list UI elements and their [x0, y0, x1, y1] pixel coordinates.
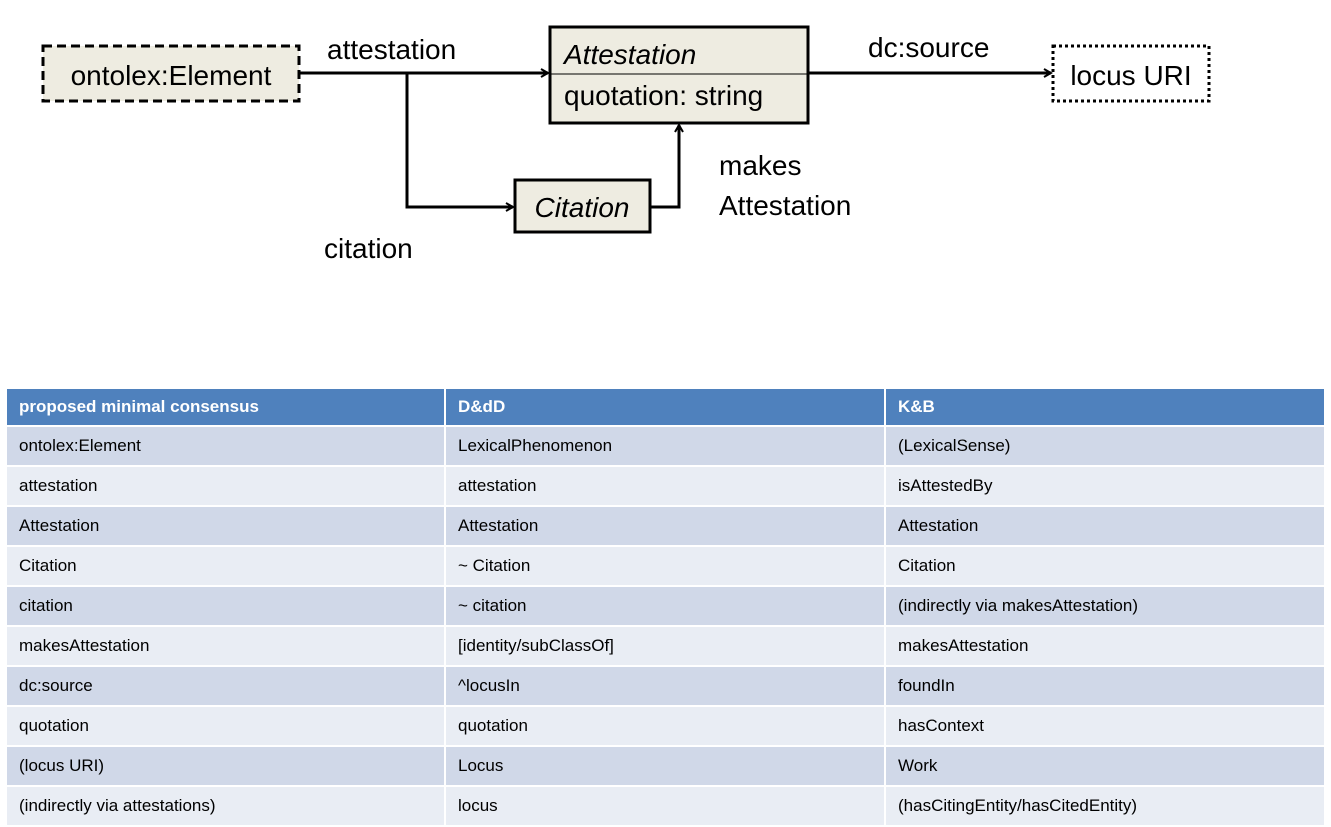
table-cell: locus — [446, 787, 886, 827]
table-cell: citation — [7, 587, 446, 627]
makes-attestation-label-line2: Attestation — [719, 190, 851, 221]
table-cell: ~ citation — [446, 587, 886, 627]
table-cell: quotation — [446, 707, 886, 747]
table-cell: hasContext — [886, 707, 1324, 747]
citation-edge-label: citation — [324, 233, 413, 264]
table-cell: attestation — [446, 467, 886, 507]
ontolex-element-node: ontolex:Element — [41, 44, 301, 103]
table-cell: dc:source — [7, 667, 446, 707]
table-cell: makesAttestation — [886, 627, 1324, 667]
table-cell: (indirectly via attestations) — [7, 787, 446, 827]
table-cell: quotation — [7, 707, 446, 747]
table-cell: LexicalPhenomenon — [446, 427, 886, 467]
table-cell: ~ Citation — [446, 547, 886, 587]
table-row: Attestation Attestation Attestation — [7, 507, 1324, 547]
citation-class-label: Citation — [535, 192, 630, 223]
table-row: quotation quotation hasContext — [7, 707, 1324, 747]
table-row: (indirectly via attestations) locus (has… — [7, 787, 1324, 827]
diagram: ontolex:Element Attestation quotation: s… — [41, 25, 1211, 264]
table-row: (locus URI) Locus Work — [7, 747, 1324, 787]
attestation-edge-label: attestation — [327, 34, 456, 65]
table-cell: (indirectly via makesAttestation) — [886, 587, 1324, 627]
dc-source-edge-label: dc:source — [868, 32, 989, 63]
table-cell: (hasCitingEntity/hasCitedEntity) — [886, 787, 1324, 827]
table-row: ontolex:Element LexicalPhenomenon (Lexic… — [7, 427, 1324, 467]
table-cell: ontolex:Element — [7, 427, 446, 467]
table-cell: foundIn — [886, 667, 1324, 707]
column-header: K&B — [886, 389, 1324, 427]
column-header: proposed minimal consensus — [7, 389, 446, 427]
citation-edge — [405, 73, 513, 207]
mapping-table: proposed minimal consensus D&dD K&B onto… — [7, 389, 1324, 827]
table-row: citation ~ citation (indirectly via make… — [7, 587, 1324, 627]
table-row: makesAttestation [identity/subClassOf] m… — [7, 627, 1324, 667]
attestation-class-label: Attestation — [562, 39, 696, 70]
ontolex-element-label: ontolex:Element — [71, 60, 272, 91]
table-row: dc:source ^locusIn foundIn — [7, 667, 1324, 707]
table-row: Citation ~ Citation Citation — [7, 547, 1324, 587]
locus-uri-label: locus URI — [1070, 60, 1191, 91]
table-row: attestation attestation isAttestedBy — [7, 467, 1324, 507]
makes-attestation-edge — [651, 125, 679, 209]
mapping-table-container: proposed minimal consensus D&dD K&B onto… — [7, 389, 1324, 827]
attestation-attribute-label: quotation: string — [564, 80, 763, 111]
locus-uri-node: locus URI — [1051, 44, 1211, 103]
citation-class-node: Citation — [513, 178, 652, 234]
table-cell: [identity/subClassOf] — [446, 627, 886, 667]
makes-attestation-label-line1: makes — [719, 150, 801, 181]
table-cell: makesAttestation — [7, 627, 446, 667]
table-cell: attestation — [7, 467, 446, 507]
table-cell: Citation — [886, 547, 1324, 587]
table-cell: Locus — [446, 747, 886, 787]
table-cell: Attestation — [446, 507, 886, 547]
column-header: D&dD — [446, 389, 886, 427]
table-cell: Citation — [7, 547, 446, 587]
table-cell: (locus URI) — [7, 747, 446, 787]
attestation-class-node: Attestation quotation: string — [548, 25, 810, 125]
table-cell: isAttestedBy — [886, 467, 1324, 507]
table-cell: Attestation — [7, 507, 446, 547]
table-cell: Attestation — [886, 507, 1324, 547]
table-cell: (LexicalSense) — [886, 427, 1324, 467]
table-cell: Work — [886, 747, 1324, 787]
table-cell: ^locusIn — [446, 667, 886, 707]
table-header-row: proposed minimal consensus D&dD K&B — [7, 389, 1324, 427]
